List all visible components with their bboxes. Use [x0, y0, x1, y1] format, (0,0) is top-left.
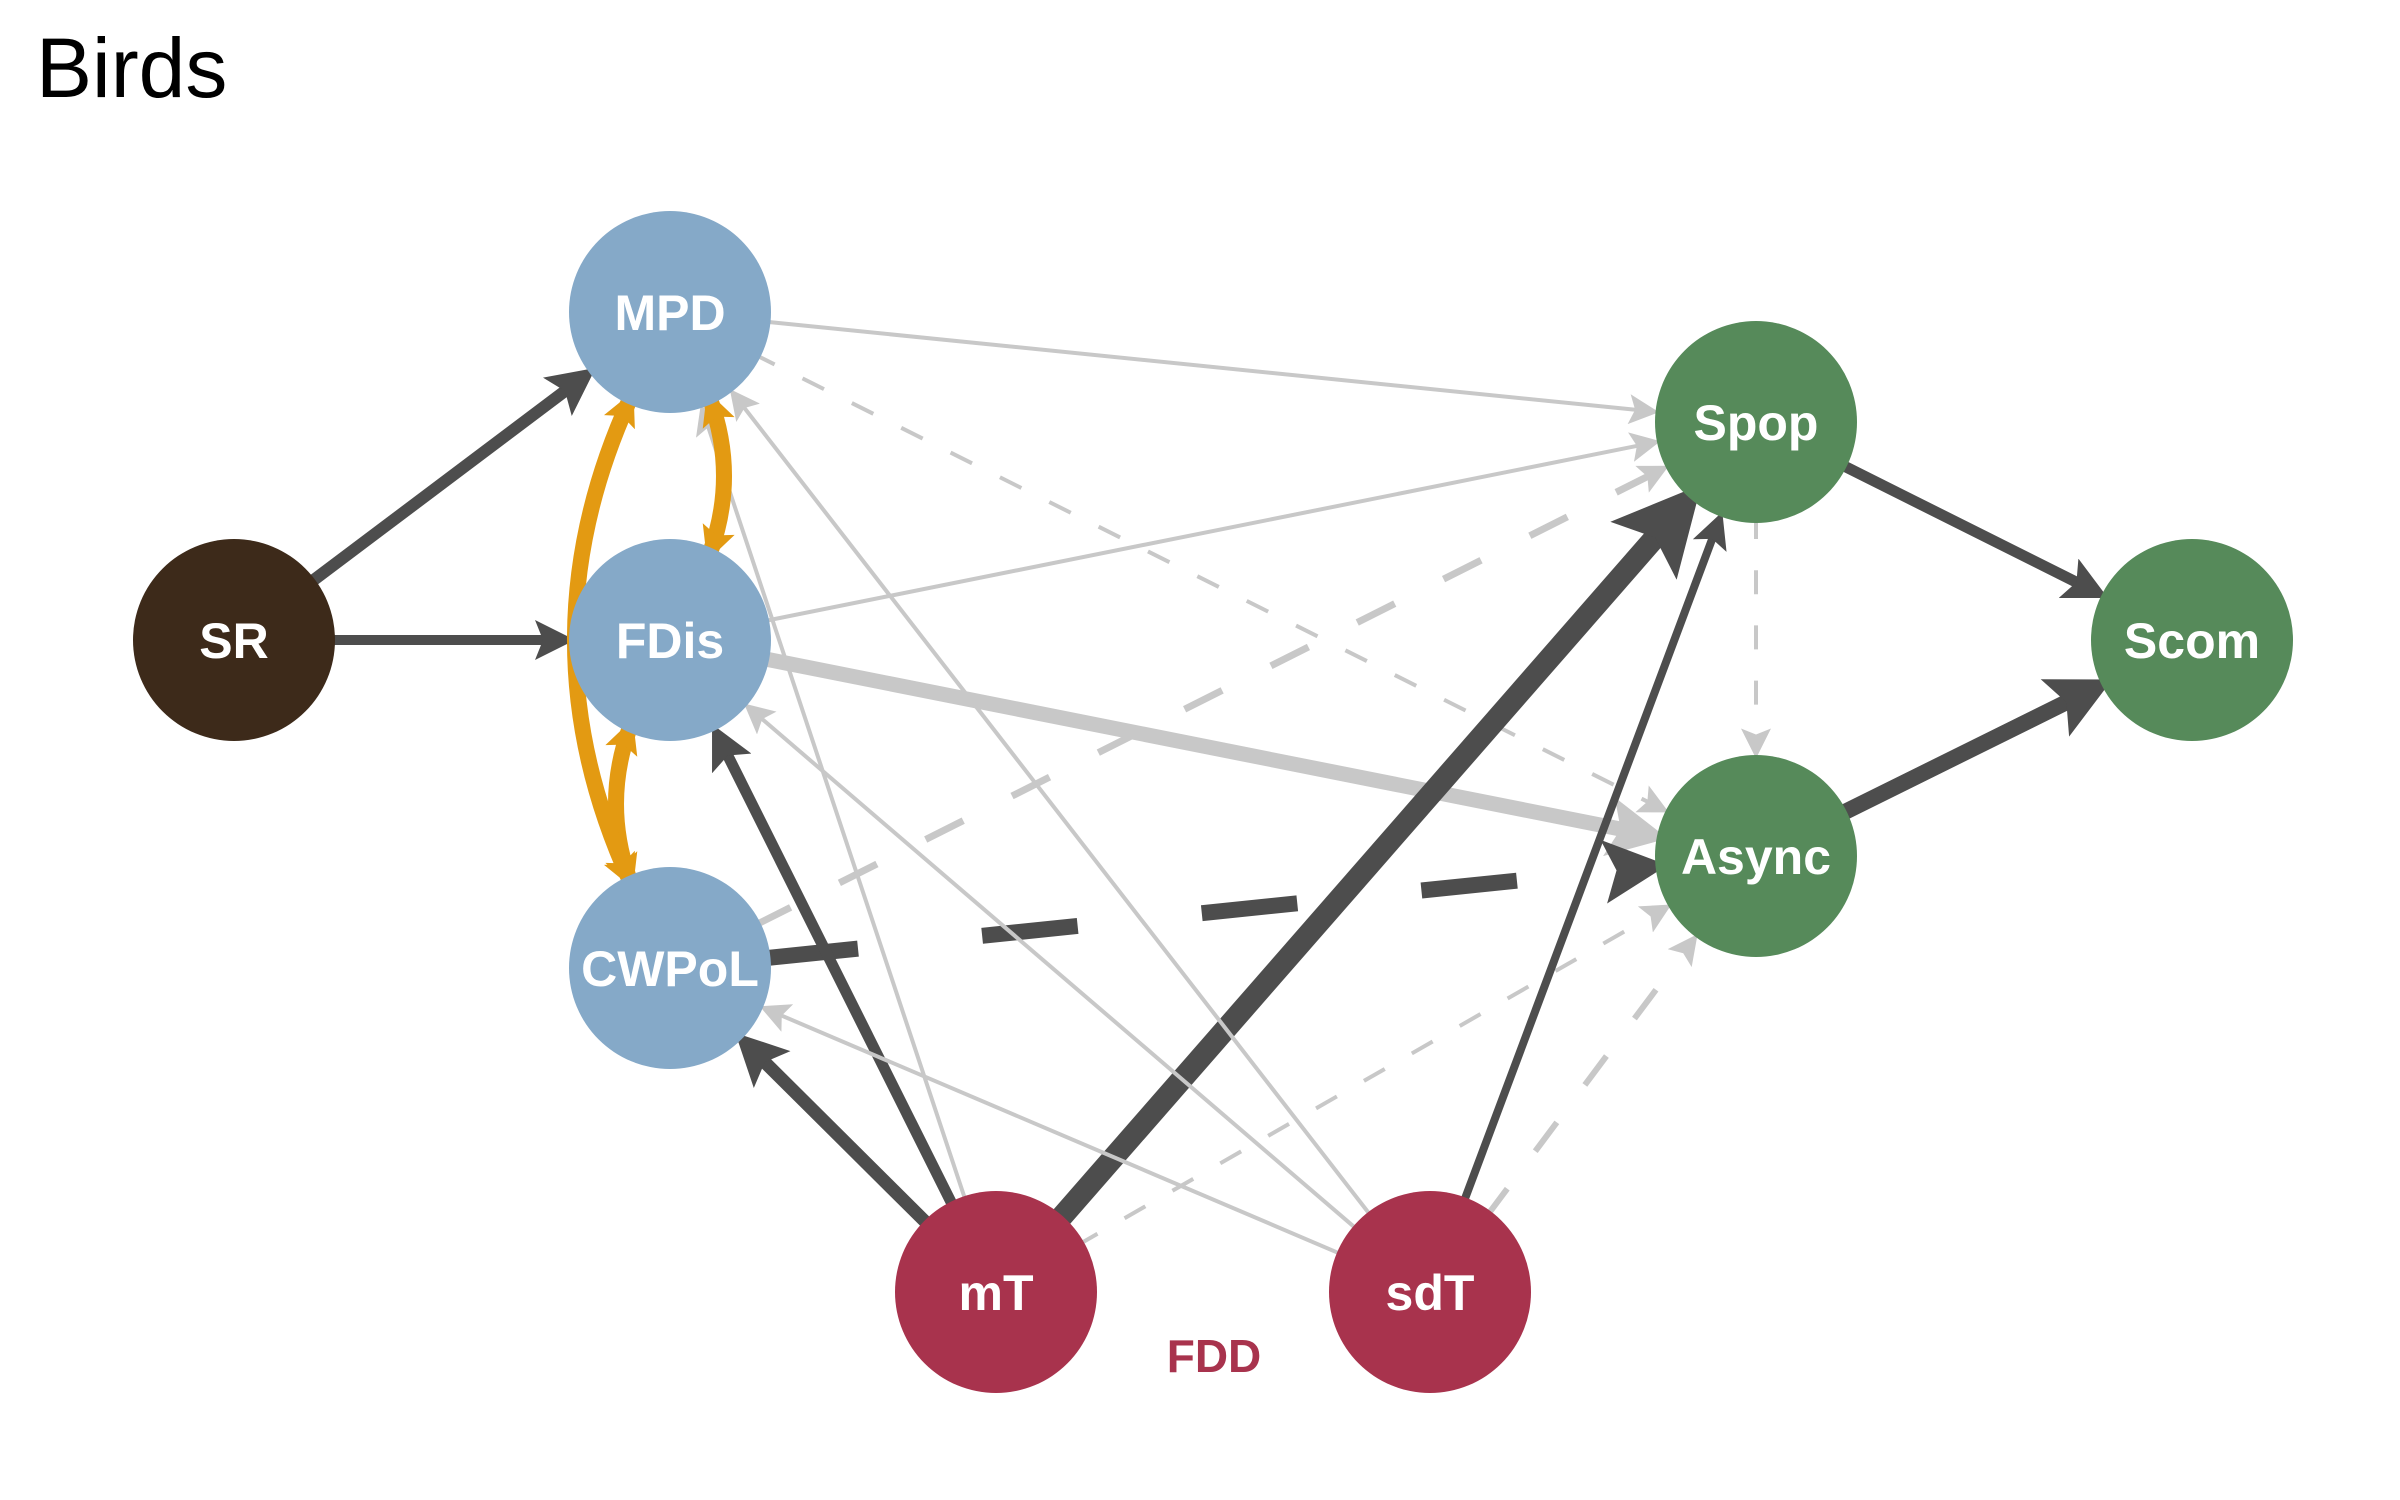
- node-fdis: FDis: [569, 539, 771, 741]
- edge-sr-to-mpd: [304, 367, 596, 589]
- edge-cwpol-to-spop: [751, 465, 1669, 930]
- edge-layer: [304, 319, 2113, 1258]
- node-mpd: MPD: [569, 211, 771, 413]
- edge-sdt-to-async: [1483, 934, 1698, 1220]
- node-async-circle: [1655, 755, 1857, 957]
- node-spop-circle: [1655, 321, 1857, 523]
- node-spop: Spop: [1655, 321, 1857, 523]
- node-mt-label: mT: [959, 1265, 1034, 1321]
- edge-cwpol-to-async: [761, 839, 1668, 967]
- node-fdis-circle: [569, 539, 771, 741]
- node-sdt: sdT: [1329, 1191, 1531, 1393]
- node-async: Async: [1655, 755, 1857, 957]
- node-mpd-label: MPD: [614, 285, 725, 341]
- edge-sdt-to-mpd: [729, 389, 1375, 1220]
- edge-mpd-to-async: [752, 351, 1669, 813]
- node-fdis-label: FDis: [616, 613, 724, 669]
- edge-mt-to-async: [1075, 904, 1672, 1248]
- edge-mt-to-fdis: [712, 724, 960, 1212]
- node-scom-label: Scom: [2124, 613, 2260, 669]
- node-cwpol-circle: [569, 867, 771, 1069]
- fdd-annotation: FDD: [1167, 1330, 1262, 1382]
- edge-fdis-to-async: [759, 650, 1668, 857]
- edge-mpd-to-spop: [762, 319, 1659, 425]
- node-mt-circle: [895, 1191, 1097, 1393]
- node-sdt-label: sdT: [1386, 1265, 1475, 1321]
- node-mpd-circle: [569, 211, 771, 413]
- node-spop-label: Spop: [1694, 395, 1819, 451]
- correlation-mpd-fdis: [702, 391, 735, 561]
- node-sdt-circle: [1329, 1191, 1531, 1393]
- edge-sdt-to-cwpol: [759, 1004, 1346, 1258]
- edge-fdis-to-spop: [760, 432, 1661, 624]
- diagram-title: Birds: [36, 21, 228, 115]
- edge-mt-to-mpd: [696, 404, 969, 1205]
- node-mt: mT: [895, 1191, 1097, 1393]
- node-sr-circle: [133, 539, 335, 741]
- edge-mt-to-cwpol: [735, 1032, 935, 1232]
- edge-mt-to-spop: [1048, 484, 1702, 1230]
- node-async-label: Async: [1681, 829, 1831, 885]
- node-cwpol-label: CWPoL: [581, 941, 759, 997]
- node-scom-circle: [2091, 539, 2293, 741]
- node-sr: SR: [133, 539, 335, 741]
- edge-sdt-to-fdis: [744, 703, 1361, 1233]
- edge-sdt-to-spop: [1458, 511, 1727, 1207]
- edge-async-to-scom: [1835, 679, 2113, 822]
- node-scom: Scom: [2091, 539, 2293, 741]
- node-sr-label: SR: [199, 613, 268, 669]
- node-cwpol: CWPoL: [569, 867, 771, 1069]
- edge-spop-to-scom: [1836, 458, 2108, 598]
